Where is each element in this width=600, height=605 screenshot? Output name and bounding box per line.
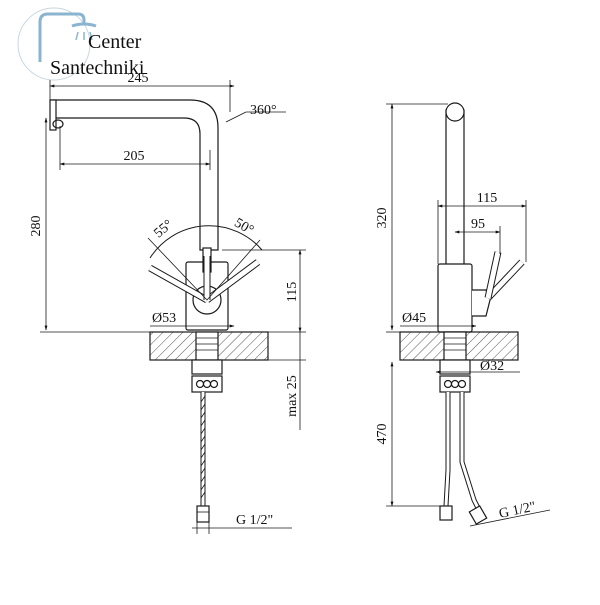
side-shank [443,331,467,361]
hose [196,392,210,523]
side-mounting-nut [439,359,471,375]
dim-max-counter: max 25 [285,375,300,417]
side-dimensions [386,103,551,527]
dim-rotation: 360° [250,103,277,118]
dim-connection-front: G 1/2" [236,513,273,528]
dim-side-base-diameter: Ø45 [402,311,426,326]
lever-right [204,259,261,303]
dim-lever-right-angle: 50° [232,216,256,239]
side-hoses [439,392,488,525]
dim-lever-reach: 115 [477,191,497,206]
dim-front-height: 280 [29,216,44,237]
dim-body-height: 115 [285,282,300,302]
side-spout [445,102,465,271]
side-lever [484,251,525,301]
front-dimensions [40,80,306,534]
dim-lever-left-angle: 55° [151,217,176,241]
dim-total-width: 245 [128,71,149,86]
front-view [40,80,306,534]
dim-shank-diameter: Ø32 [480,359,504,374]
lever-left [148,264,209,304]
spout [49,99,219,251]
mounting-nut [191,359,223,375]
dim-connection-side: G 1/2" [498,500,538,522]
logo: Center Santechniki [17,7,145,81]
logo-line2: Santechniki [50,57,145,79]
side-body [437,263,473,333]
dim-lever-inner: 95 [471,217,485,232]
logo-line1: Center [88,31,142,53]
dim-hose-length: 470 [375,424,390,445]
shower-icon [38,12,97,62]
shank [195,331,219,361]
dim-base-diameter: Ø53 [152,311,176,326]
lever-angle-arc [149,225,263,259]
front-labels: 245 205 360° 280 55° 50° 115 Ø53 max 25 … [29,71,300,528]
dim-spout-reach: 205 [124,149,145,164]
dim-side-height: 320 [375,208,390,229]
side-view [386,102,551,527]
angle-line-left [147,237,208,301]
logo-ring [17,7,91,81]
